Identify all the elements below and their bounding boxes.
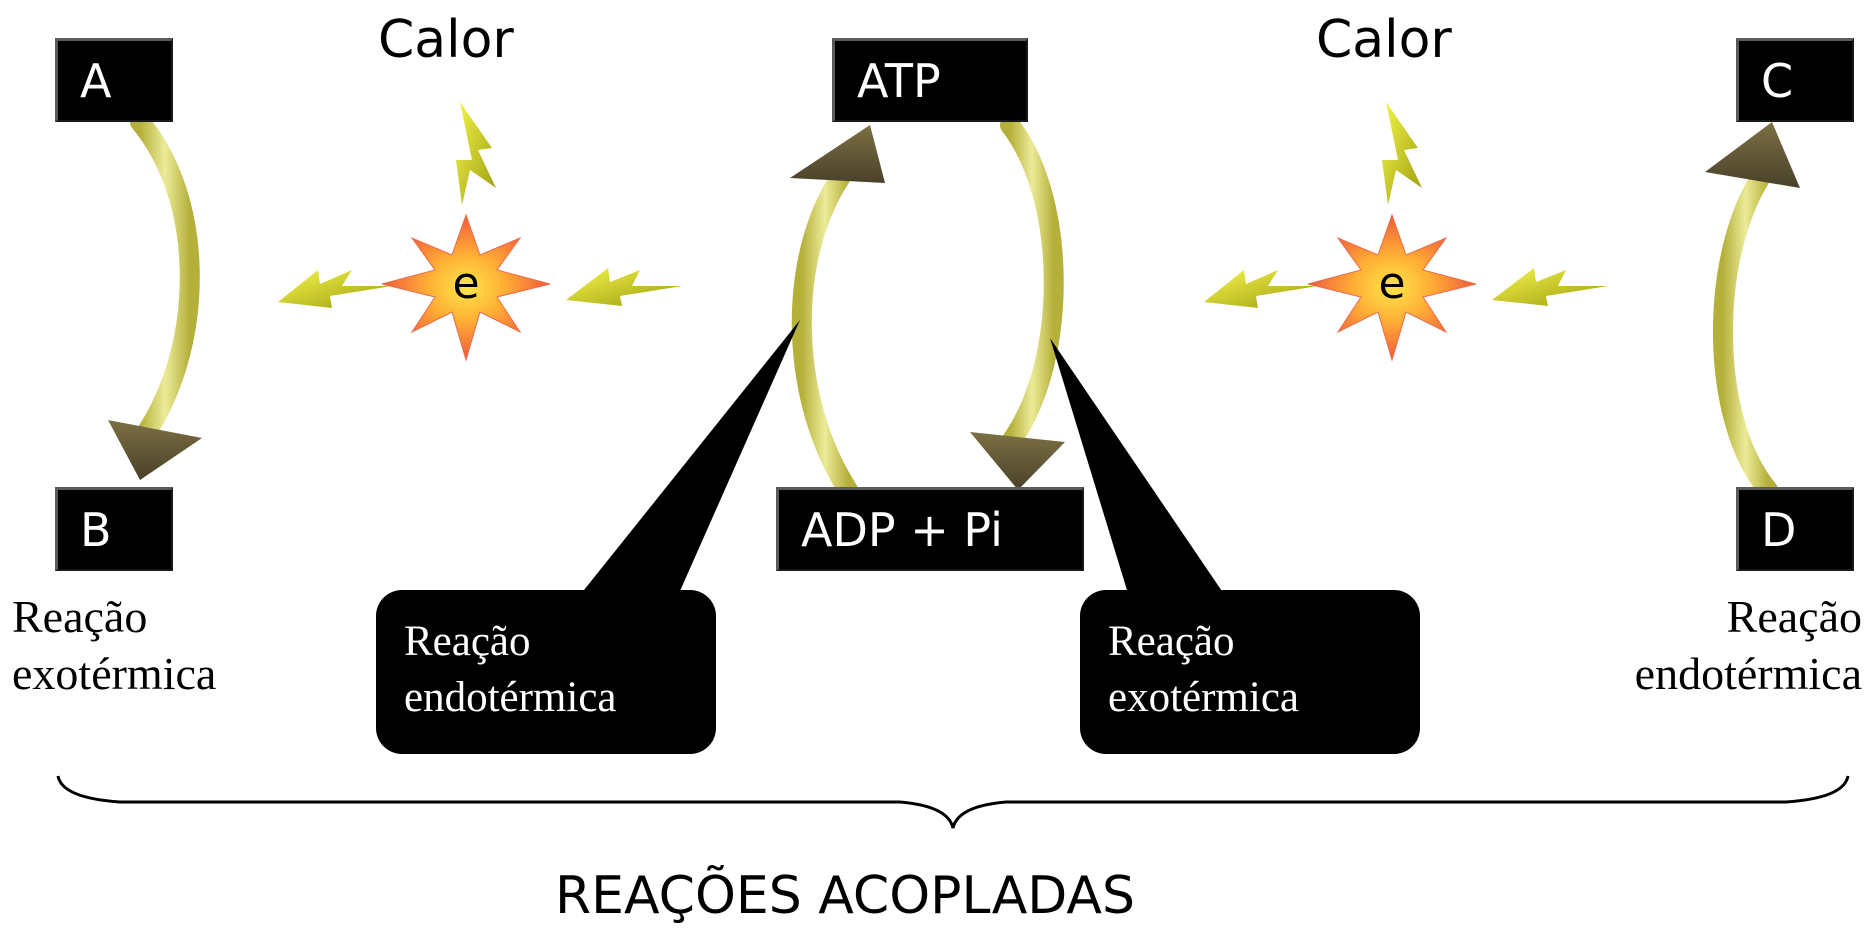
- heat-label-left: Calor: [378, 10, 514, 70]
- lightning-bolt-right-left: [566, 268, 682, 306]
- energy-burst-left: [381, 213, 551, 362]
- callout-left-shape: [376, 320, 800, 754]
- reaction-label-left-line-2: exotérmica: [12, 648, 217, 699]
- box-adp-pi: ADP + Pi: [776, 487, 1084, 571]
- lightning-bolt-left-left: [278, 270, 392, 308]
- energy-burst-right: [1307, 213, 1477, 362]
- callout-left-line-2: endotérmica: [404, 674, 617, 721]
- footer-title: REAÇÕES ACOPLADAS: [555, 866, 1135, 926]
- callout-right-shape: [1050, 338, 1420, 754]
- box-d: D: [1736, 487, 1854, 571]
- reaction-label-right: Reação endotérmica: [1635, 588, 1862, 702]
- reaction-label-left: Reação exotérmica: [12, 588, 216, 702]
- reaction-label-left-line-1: Reação: [12, 591, 148, 642]
- arrow-atp-to-adp: [970, 115, 1065, 490]
- energy-label-left: e: [452, 258, 480, 309]
- callout-right-line-1: Reação: [1108, 618, 1235, 665]
- reaction-label-right-line-2: endotérmica: [1634, 648, 1862, 699]
- heat-label-right: Calor: [1316, 10, 1452, 70]
- curly-brace: [56, 775, 1850, 829]
- lightning-bolt-up-left: [456, 102, 496, 205]
- box-b: B: [55, 487, 173, 571]
- callout-right-text: Reação exotérmica: [1108, 614, 1299, 726]
- lightning-bolt-up-right: [1382, 102, 1422, 205]
- box-atp: ATP: [832, 38, 1028, 122]
- lightning-bolt-left-right: [1204, 270, 1318, 308]
- callout-left-line-1: Reação: [404, 618, 531, 665]
- arrow-d-to-c: [1705, 122, 1800, 500]
- arrow-a-to-b: [108, 112, 202, 480]
- energy-label-right: e: [1378, 258, 1406, 309]
- callout-left-text: Reação endotérmica: [404, 614, 617, 726]
- reaction-label-right-line-1: Reação: [1726, 591, 1862, 642]
- arrow-adp-to-atp: [790, 125, 885, 500]
- lightning-bolt-right-right: [1492, 268, 1608, 306]
- box-a: A: [55, 38, 173, 122]
- box-c: C: [1736, 38, 1854, 122]
- callout-right-line-2: exotérmica: [1108, 674, 1300, 721]
